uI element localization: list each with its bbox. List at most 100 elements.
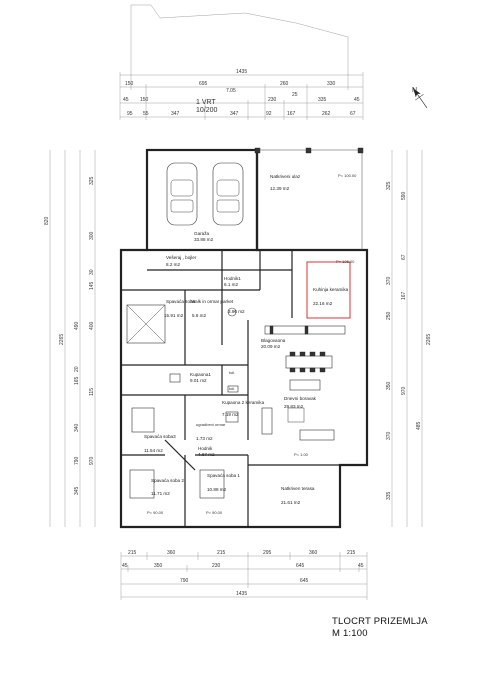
room-area-canopy: 12.39 m2 (270, 186, 290, 191)
room-area-bedroom3: 11.54 m2 (144, 448, 163, 453)
door-height-label: P= 1.00 (294, 452, 309, 457)
bathroom-fixtures-icon (169, 307, 239, 423)
room-name-bedroom3: Spavaća soba3 (144, 434, 176, 439)
dim-left-r1-2: 30 (89, 269, 95, 275)
dim-top-r3-7: 67 (350, 111, 356, 117)
dim-bottom-r2-3: 645 (296, 563, 305, 569)
car-icon (166, 162, 244, 226)
dim-top-r2-1: 150 (140, 97, 149, 103)
dim-right-outer-0: 2265 (426, 334, 432, 345)
dim-bottom-r2-1: 350 (154, 563, 163, 569)
dim-right-r1-3: 350 (386, 381, 392, 390)
dim-left-r1-0: 325 (89, 176, 95, 185)
dim-left-r1-1: 300 (89, 231, 95, 240)
dimension-chain-bottom: 215 360 215 295 360 215 45 350 230 645 4… (120, 550, 368, 600)
sill-label-1: P= 90.00 (147, 510, 164, 515)
sill-label-2: P= 90.00 (206, 510, 223, 515)
dim-left-r1-6: 115 (89, 388, 95, 396)
room-area-terrace: 21.61 m2 (281, 500, 301, 505)
toilet-label-2: toil. (229, 386, 235, 391)
drawing-scale: M 1:100 (332, 628, 368, 639)
dim-left-outer-0: 820 (44, 216, 50, 225)
room-name-walkin: Walk in ormar parket (191, 299, 234, 304)
dim-right-r1-2: 250 (386, 311, 392, 320)
dim-bottom-r2-0: 45 (122, 563, 128, 569)
dim-top-r3-6: 262 (322, 111, 331, 117)
room-name-storage: Vešeraj , bojler (166, 255, 197, 260)
room-name-bath1: Kupaona1 (190, 372, 211, 377)
sill-label-3: P= 100.00 (338, 173, 357, 178)
dimension-chain-right: 2265 325 370 250 350 370 335 590 67 167 … (386, 150, 432, 527)
dim-left-r1-7: 340 (74, 423, 80, 432)
room-area-wc: 3.96 m2 (228, 309, 245, 314)
dimension-chain-left: 820 2265 325 300 30 145 400 165 115 340 … (44, 150, 96, 527)
dim-left-r2-2: 970 (89, 456, 95, 465)
dim-bottom-r1-3: 295 (263, 550, 272, 556)
room-area-hall: 4.67 m2 (198, 452, 215, 457)
dim-left-r1-5: 165 (74, 376, 80, 385)
room-name-terrace: Natkriven terasa (281, 486, 315, 491)
room-area-kitchen: 22.16 m2 (313, 301, 333, 306)
room-area-wardrobe: 1.73 m2 (196, 436, 213, 441)
dim-right-r2-4: 485 (416, 421, 422, 430)
drawing-title: TLOCRT PRIZEMLJA (332, 616, 428, 627)
room-name-garage: Garaža (194, 231, 210, 236)
dim-bottom-r2-4: 45 (358, 563, 364, 569)
kitchen-highlight (306, 261, 351, 319)
dim-right-r2-2: 167 (401, 291, 407, 300)
dim-right-r1-0: 325 (386, 181, 392, 190)
dim-bottom-r1-4: 360 (309, 550, 318, 556)
dim-top-overall: 1435 (236, 69, 247, 75)
sofa-icon (261, 379, 335, 441)
dimension-chain-top: 1435 150 695 260 330 45 150 7.05 230 25 … (119, 69, 364, 120)
kitchen-counter-icon (264, 325, 346, 335)
dim-top-r1-3: 330 (327, 81, 336, 87)
room-name-bath2: Kupaona 2 keramika (222, 400, 265, 405)
dim-bottom-r1-2: 215 (217, 550, 226, 556)
dim-top-r2-3: 230 (268, 97, 277, 103)
room-area-storage: 8.2 m2 (166, 262, 180, 267)
room-name-hall1: Hodnik1 (224, 276, 241, 281)
dim-right-r2-1: 67 (401, 254, 407, 260)
building-outline (119, 147, 369, 529)
dim-right-r2-3: 970 (401, 386, 407, 395)
dim-top-r1-2: 260 (280, 81, 289, 87)
dim-right-r1-1: 370 (386, 276, 392, 285)
room-area-bedroom: 15.91 m2 (164, 313, 184, 318)
room-area-hall1: 6.1 m2 (224, 282, 238, 287)
room-name-bedroom: Spavaća soba (166, 299, 196, 304)
sill-label-4: P= 105.00 (336, 259, 355, 264)
dining-table-icon (285, 351, 333, 373)
room-area-bath2: 7.19 m2 (222, 412, 239, 417)
drawing-title-block: TLOCRT PRIZEMLJA M 1:100 (332, 616, 428, 640)
room-area-bath1: 9.01 m2 (190, 378, 207, 383)
room-area-walkin: 5.6 m2 (192, 313, 206, 318)
dim-top-r3-5: 167 (287, 111, 296, 117)
dim-bottom-overall: 1435 (236, 591, 247, 597)
room-name-wardrobe: ugradbeni ormar (196, 422, 226, 427)
room-labels: Garaža 33.88 m2 Natkriveni ulaz 12.39 m2… (144, 173, 357, 515)
dim-bottom-r2-2: 230 (212, 563, 221, 569)
dim-left-r1-4: 400 (89, 321, 95, 330)
north-label: N (412, 87, 417, 94)
dim-top-r3-0: 95 (127, 111, 133, 117)
dim-right-r1-5: 335 (386, 491, 392, 500)
dim-left-r1-3: 145 (89, 281, 95, 290)
dim-bottom-r3-0: 790 (180, 578, 189, 584)
bed-icon (126, 304, 225, 499)
dim-bottom-r1-0: 215 (128, 550, 137, 556)
room-name-hall: Hodnik (198, 446, 213, 451)
room-area-bedroom2: 11.71 m2 (151, 491, 170, 496)
north-arrow-icon (412, 87, 428, 109)
dim-top-r3-2: 347 (171, 111, 180, 117)
room-name-dining: Blagovaona (261, 338, 286, 343)
dim-left-r2-1: 20 (74, 366, 80, 372)
dim-left-outer-1: 2265 (59, 334, 65, 345)
room-name-living: Dnevni boravak (284, 396, 317, 401)
room-area-garage: 33.88 m2 (194, 237, 214, 242)
scale-header-label: 1 VRT (196, 99, 216, 106)
dim-left-r2-0: 490 (74, 321, 80, 330)
dim-top-r1-0: 150 (125, 81, 134, 87)
dim-right-r1-4: 370 (386, 431, 392, 440)
